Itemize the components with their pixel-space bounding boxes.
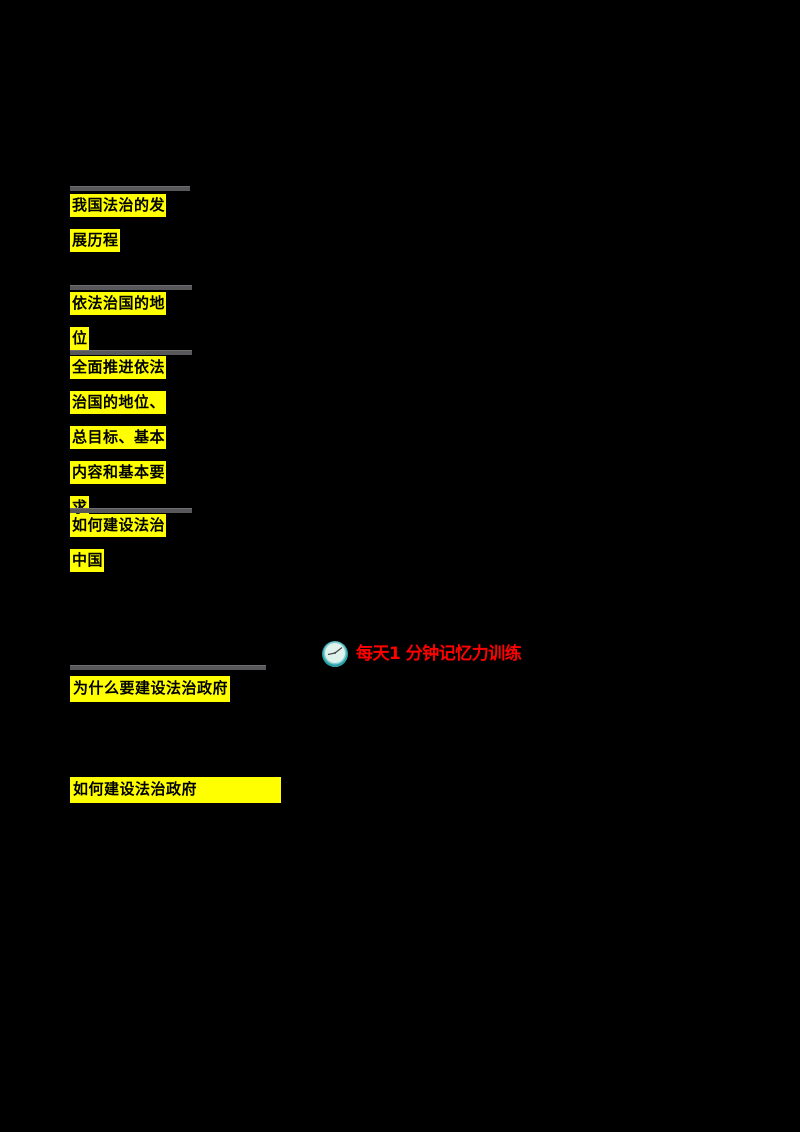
- highlight-line: 我国法治的发: [70, 194, 167, 217]
- wide-highlight-why-build: 为什么要建设法治政府: [70, 676, 231, 702]
- note-text: 每天1 分钟记忆力训练: [356, 643, 522, 664]
- section-rule-2: [70, 285, 192, 290]
- highlight-line: 治国的地位、: [70, 391, 167, 414]
- highlight-line: 如何建设法治: [70, 514, 167, 537]
- highlight-line: 展历程: [70, 229, 120, 252]
- highlight-group-4: 如何建设法治 中国: [70, 514, 167, 572]
- highlight-line: 中国: [70, 549, 105, 572]
- memory-training-note: 每天1 分钟记忆力训练: [320, 638, 522, 670]
- highlight-line: 内容和基本要: [70, 461, 167, 484]
- wide-rule-1: [70, 665, 266, 670]
- highlight-line: 总目标、基本: [70, 426, 167, 449]
- clock-icon: [322, 641, 348, 667]
- highlight-line: 位: [70, 327, 89, 350]
- highlight-group-2: 依法治国的地 位: [70, 292, 167, 350]
- highlight-line: 依法治国的地: [70, 292, 167, 315]
- highlight-group-3: 全面推进依法 治国的地位、 总目标、基本 内容和基本要 求: [70, 356, 167, 519]
- section-rule-1: [70, 186, 190, 191]
- wide-highlight-how-build: 如何建设法治政府: [70, 777, 281, 803]
- highlight-group-1: 我国法治的发 展历程: [70, 194, 167, 252]
- section-rule-3: [70, 350, 192, 355]
- highlight-line: 全面推进依法: [70, 356, 167, 379]
- section-rule-4: [70, 508, 192, 513]
